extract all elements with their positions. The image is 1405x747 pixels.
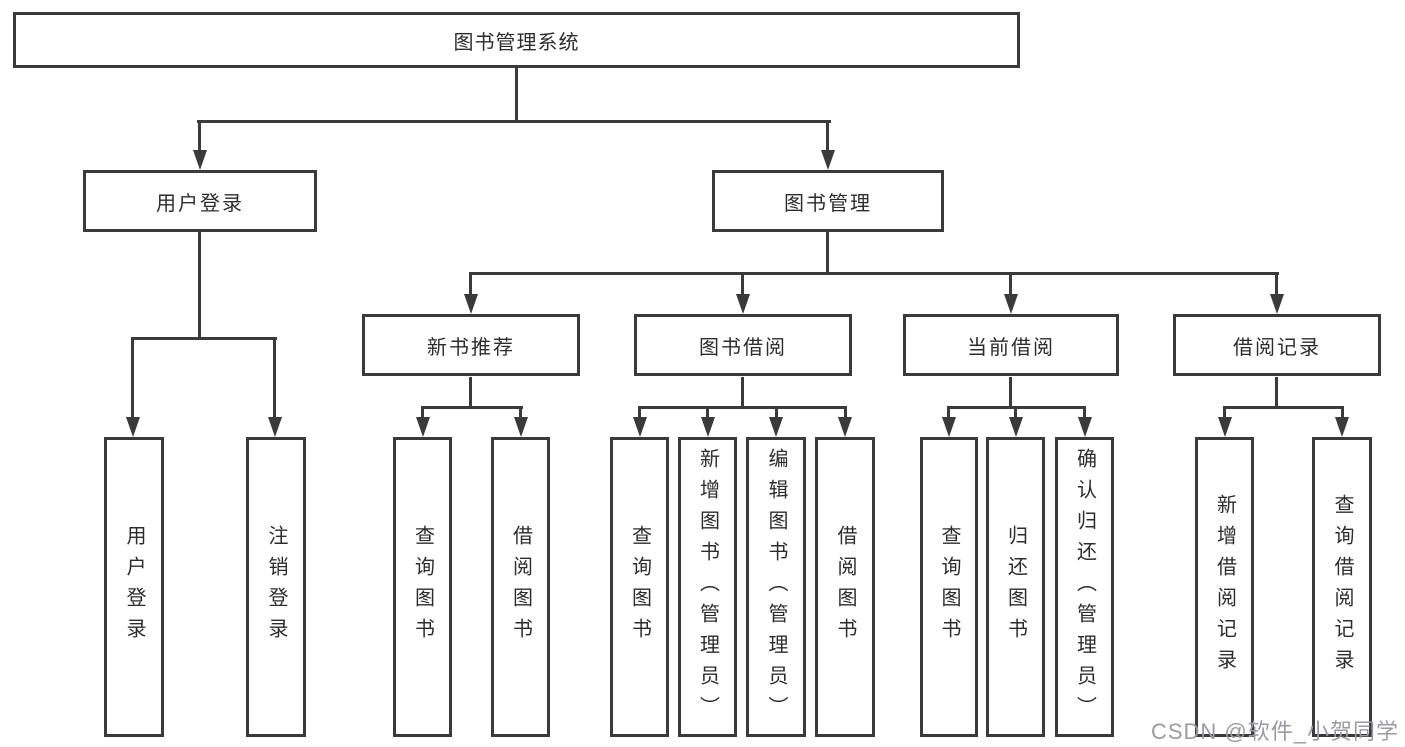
node-borrowing-records: 借阅记录 <box>1173 314 1381 376</box>
leaf-borrow-books-2: 借阅图书 <box>815 437 875 737</box>
leaf-return-books: 归还图书 <box>986 437 1045 737</box>
connector-line <box>1009 272 1012 297</box>
node-label: 借阅图书 <box>834 525 856 649</box>
arrow-down-icon <box>700 417 715 437</box>
node-label: 新书推荐 <box>427 336 515 359</box>
leaf-query-books-1: 查询图书 <box>393 437 452 737</box>
arrow-down-icon <box>126 417 140 437</box>
connector-line <box>469 272 1279 275</box>
leaf-borrow-books-1: 借阅图书 <box>491 437 550 737</box>
connector-line <box>198 120 201 152</box>
leaf-query-books-3: 查询图书 <box>920 437 978 737</box>
connector-line <box>1340 406 1344 419</box>
arrow-down-icon <box>1008 417 1023 437</box>
node-label: 查询图书 <box>628 525 651 649</box>
connector-line <box>826 120 829 152</box>
leaf-confirm-return-admin: 确认归还（管理员） <box>1055 437 1114 737</box>
leaf-user-login: 用户登录 <box>104 437 164 737</box>
arrow-down-icon <box>1335 417 1349 437</box>
node-label: 新增借阅记录 <box>1213 494 1236 680</box>
leaf-query-borrow-record: 查询借阅记录 <box>1312 437 1372 737</box>
leaf-edit-book-admin: 编辑图书（管理员） <box>746 437 806 737</box>
leaf-add-book-admin: 新增图书（管理员） <box>678 437 737 737</box>
node-label: 用户登录 <box>123 525 145 649</box>
node-label: 图书借阅 <box>699 336 787 359</box>
arrow-down-icon <box>1004 294 1018 314</box>
leaf-query-books-2: 查询图书 <box>610 437 669 737</box>
connector-line <box>519 406 522 419</box>
connector-line <box>1009 377 1012 408</box>
node-label: 查询借阅记录 <box>1331 494 1353 680</box>
connector-line <box>843 406 847 419</box>
node-label: 借阅图书 <box>509 525 532 649</box>
node-label: 查询图书 <box>411 525 434 649</box>
leaf-logout: 注销登录 <box>246 437 306 737</box>
connector-line <box>741 377 744 408</box>
node-library-management-system: 图书管理系统 <box>13 12 1020 68</box>
connector-line <box>826 232 829 274</box>
node-label: 确认归还（管理员） <box>1073 447 1096 727</box>
node-new-book-recommendation: 新书推荐 <box>362 314 580 376</box>
arrow-down-icon <box>942 417 956 437</box>
leaf-add-borrow-record: 新增借阅记录 <box>1195 437 1254 737</box>
arrow-down-icon <box>513 417 528 437</box>
node-label: 注销登录 <box>265 525 287 649</box>
node-label: 新增图书（管理员） <box>696 447 719 727</box>
arrow-down-icon <box>821 150 835 170</box>
connector-line <box>515 68 518 122</box>
connector-line <box>131 337 277 340</box>
connector-line <box>1275 272 1278 297</box>
arrow-down-icon <box>1217 417 1232 437</box>
connector-line <box>131 337 134 419</box>
arrow-down-icon <box>736 294 750 314</box>
connector-line <box>706 406 709 419</box>
connector-line <box>1083 406 1086 419</box>
node-label: 图书管理 <box>784 192 872 215</box>
arrow-down-icon <box>268 417 282 437</box>
connector-line <box>774 406 778 419</box>
node-user-login: 用户登录 <box>83 170 317 232</box>
connector-line <box>469 272 472 297</box>
connector-line <box>198 232 201 339</box>
arrow-down-icon <box>838 417 852 437</box>
arrow-down-icon <box>416 417 430 437</box>
node-label: 借阅记录 <box>1233 336 1321 359</box>
arrow-down-icon <box>1270 294 1284 314</box>
arrow-down-icon <box>632 417 647 437</box>
connector-line <box>638 406 847 409</box>
connector-line <box>421 406 424 419</box>
connector-line <box>273 337 276 419</box>
node-current-borrowing: 当前借阅 <box>903 314 1119 376</box>
node-label: 编辑图书（管理员） <box>765 447 787 727</box>
watermark: CSDN @软件_小贺同学 <box>1150 719 1399 744</box>
arrow-down-icon <box>193 150 207 170</box>
connector-line <box>1275 377 1278 408</box>
node-book-management: 图书管理 <box>712 170 944 232</box>
node-label: 图书管理系统 <box>453 31 580 54</box>
connector-line <box>638 406 641 419</box>
connector-line <box>1014 406 1017 419</box>
node-label: 归还图书 <box>1004 525 1027 649</box>
node-label: 查询图书 <box>938 525 960 649</box>
node-book-borrowing: 图书借阅 <box>634 314 852 376</box>
connector-line <box>947 406 950 419</box>
node-label: 用户登录 <box>156 192 244 215</box>
arrow-down-icon <box>464 294 478 314</box>
arrow-down-icon <box>769 417 783 437</box>
connector-line <box>1223 406 1344 409</box>
connector-line <box>197 120 831 123</box>
connector-line <box>469 377 472 408</box>
arrow-down-icon <box>1077 417 1092 437</box>
connector-line <box>741 272 744 297</box>
node-label: 当前借阅 <box>967 336 1055 359</box>
connector-line <box>421 406 523 409</box>
connector-line <box>1223 406 1226 419</box>
